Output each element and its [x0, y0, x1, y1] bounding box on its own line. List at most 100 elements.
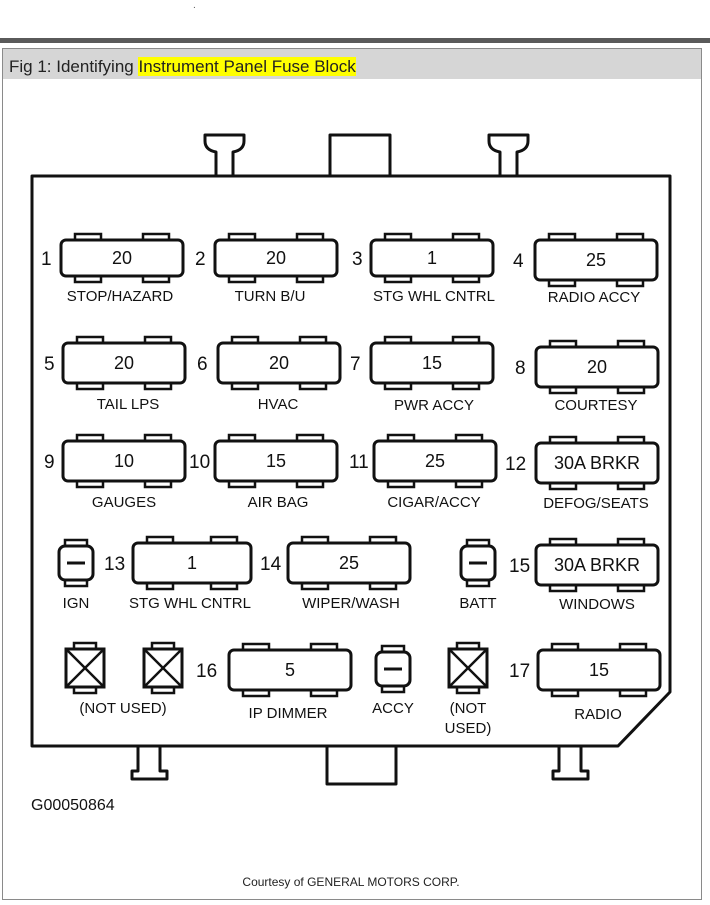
bottom-connector-tab [325, 746, 398, 786]
fuse-10-body [213, 439, 339, 483]
fuse-7-body [369, 341, 495, 385]
top-connector-tab [328, 133, 392, 176]
fuse-block-housing [30, 174, 672, 748]
fuse-1-rating: 20 [112, 248, 132, 268]
fuse-14-body [286, 541, 412, 585]
fuse-10-rating: 15 [266, 451, 286, 471]
fuse-8-number: 8 [515, 358, 526, 379]
figure-title-prefix: Fig 1: Identifying [9, 57, 139, 76]
fuse-4-rating: 25 [586, 250, 606, 270]
fuse-9-label: GAUGES [92, 494, 156, 511]
fuse-9-body [61, 439, 187, 483]
fuse-14-rating: 25 [339, 553, 359, 573]
ign-terminal-label: IGN [63, 595, 90, 612]
figure-title: Fig 1: Identifying Instrument Panel Fuse… [9, 57, 356, 77]
fuse-14-label: WIPER/WASH [302, 595, 400, 612]
fuse-1-number: 1 [41, 249, 52, 270]
fuse-12-label: DEFOG/SEATS [543, 495, 649, 512]
fuse-11-label: CIGAR/ACCY [387, 494, 480, 511]
batt-terminal-label: BATT [459, 595, 496, 612]
fuse-2-label: TURN B/U [235, 288, 306, 305]
fuse-15-number: 15 [509, 556, 530, 577]
fuse-6-rating: 20 [269, 353, 289, 373]
fuse-17-rating: 15 [589, 660, 609, 680]
fuse-17-body [536, 648, 662, 692]
fuse-13-rating: 1 [187, 553, 197, 573]
bottom-right-mount-tab [551, 746, 590, 781]
fuse-5-label: TAIL LPS [97, 396, 160, 413]
fuse-12-number: 12 [505, 454, 526, 475]
fuse-5-number: 5 [44, 354, 55, 375]
fuse-8-label: COURTESY [554, 397, 637, 414]
fuse-15-body [534, 543, 660, 587]
fuse-3-label: STG WHL CNTRL [373, 288, 495, 305]
fuse-12-body [534, 441, 660, 485]
fuse-2-body [213, 238, 339, 278]
fuse-10-number: 10 [189, 452, 210, 473]
fuse-3-number: 3 [352, 249, 363, 270]
figure-frame [2, 48, 702, 900]
fuse-8-rating: 20 [587, 357, 607, 377]
fuse-6-label: HVAC [258, 396, 299, 413]
fuse-13-number: 13 [104, 554, 125, 575]
figure-title-highlight: Instrument Panel Fuse Block [138, 57, 356, 76]
fuse-14-number: 14 [260, 554, 282, 575]
fuse-4-number: 4 [513, 251, 524, 272]
fuse-9-rating: 10 [114, 451, 134, 471]
fuse-11-number: 11 [349, 452, 369, 473]
fuse-16-rating: 5 [285, 660, 295, 680]
fuse-6-body [216, 341, 342, 385]
not-used-label-right-line1: (NOT [450, 700, 487, 717]
fuse-1-body [59, 238, 185, 278]
top-right-mount-tab [487, 133, 530, 178]
accy-terminal: ACCY [372, 644, 414, 717]
fuse-7-rating: 15 [422, 353, 442, 373]
fuse-2-rating: 20 [266, 248, 286, 268]
fuse-7-label: PWR ACCY [394, 397, 474, 414]
batt-terminal: BATT [459, 538, 497, 612]
fuse-10-label: AIR BAG [248, 494, 309, 511]
fuse-13-body [131, 541, 253, 585]
fuse-5-body [61, 341, 187, 385]
fuse-9-number: 9 [44, 452, 55, 473]
ign-terminal: IGN [57, 538, 95, 612]
top-divider [0, 38, 710, 43]
fuse-17-label: RADIO [574, 706, 622, 723]
accy-terminal-label: ACCY [372, 700, 414, 717]
fuse-3-body [369, 238, 495, 278]
fuse-17-number: 17 [509, 661, 530, 682]
fuse-16-body [227, 648, 353, 692]
fuse-16-label: IP DIMMER [249, 705, 328, 722]
not-used-cavity-1 [64, 641, 106, 695]
fuse-1-label: STOP/HAZARD [67, 288, 174, 305]
not-used-label-left: (NOT USED) [79, 700, 166, 717]
top-left-mount-tab [203, 133, 246, 178]
bottom-left-mount-tab [130, 746, 169, 781]
figure-code: G00050864 [31, 797, 115, 814]
fuse-11-rating: 25 [425, 451, 445, 471]
not-used-cavity-2 [142, 641, 184, 695]
courtesy-line: Courtesy of GENERAL MOTORS CORP. [242, 875, 460, 889]
fuse-5-rating: 20 [114, 353, 134, 373]
not-used-label-right-line2: USED) [445, 720, 492, 737]
fuse-7-number: 7 [350, 354, 361, 375]
fuse-15-label: WINDOWS [559, 596, 635, 613]
fuse-4-label: RADIO ACCY [548, 289, 641, 306]
fuse-16-number: 16 [196, 661, 217, 682]
fuse-13-label: STG WHL CNTRL [129, 595, 251, 612]
